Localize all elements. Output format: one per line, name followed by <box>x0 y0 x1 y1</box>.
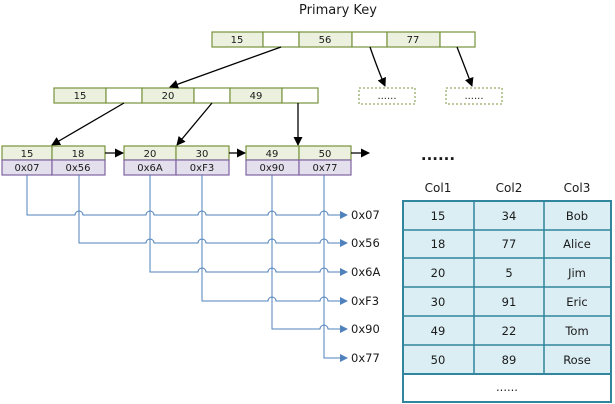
leaf-node-2: 20 30 0x6A 0xF3 <box>123 145 230 176</box>
arrow-root-to-internal <box>169 46 282 89</box>
table-cell: 50 <box>431 353 446 367</box>
leaf-2-addr-2: 0xF3 <box>190 163 214 174</box>
leaf-node-1: 15 18 0x07 0x56 <box>1 145 106 176</box>
table-cell: 5 <box>505 266 512 280</box>
leaf-3-key-1: 49 <box>266 149 279 160</box>
table-cell: 15 <box>431 209 446 223</box>
root-pointer-cell-2 <box>351 31 388 48</box>
table-footer-ellipsis: ...... <box>496 380 518 394</box>
data-table: Col1 Col2 Col3 15 34 Bob 18 77 Alice 20 … <box>402 181 612 403</box>
internal-pointer-cell-2 <box>193 87 231 104</box>
table-header-col2: Col2 <box>496 181 523 195</box>
pointer-addr-2: 0x56 <box>351 236 380 250</box>
internal-pointer-cell-3 <box>281 87 319 104</box>
arrow-root-to-placeholder-2 <box>456 46 474 87</box>
table-cell: 22 <box>502 324 517 338</box>
pointer-lines <box>26 175 348 362</box>
root-key-2: 56 <box>319 35 332 46</box>
pointer-addr-1: 0x07 <box>351 208 380 222</box>
pointer-addr-5: 0x90 <box>351 322 380 336</box>
leaf-3-addr-2: 0x77 <box>312 163 337 174</box>
pointer-addr-3: 0x6A <box>351 265 380 279</box>
table-cell: 20 <box>431 266 446 280</box>
internal-key-2: 20 <box>162 91 175 102</box>
leaf-3-addr-1: 0x90 <box>259 163 284 174</box>
table-cell: Eric <box>566 295 588 309</box>
table-footer <box>402 373 612 403</box>
table-row: 20 5 Jim <box>431 266 586 280</box>
diagram-title: Primary Key <box>299 3 377 18</box>
table-grid <box>403 201 611 374</box>
leaf-1-key-2: 18 <box>72 149 85 160</box>
table-row: 18 77 Alice <box>431 237 591 251</box>
leaf-1-addr-2: 0x56 <box>65 163 90 174</box>
table-cell: Alice <box>563 237 591 251</box>
pointer-addr-6: 0x77 <box>351 351 380 365</box>
leaf-node-3: 49 50 0x90 0x77 <box>245 145 352 176</box>
table-row: 15 34 Bob <box>431 209 588 223</box>
placeholder-ellipsis-2: ...... <box>464 91 483 102</box>
root-node: 15 56 77 <box>211 31 476 48</box>
pointer-line-1 <box>26 175 348 219</box>
root-pointer-cell-3 <box>439 31 476 48</box>
pointer-line-2 <box>78 175 348 247</box>
pointer-line-4 <box>201 175 348 305</box>
table-cell: Jim <box>567 266 586 280</box>
pointer-line-3 <box>149 175 348 276</box>
table-cell: Tom <box>564 324 588 338</box>
leaf-2-key-1: 20 <box>144 149 157 160</box>
pointer-addr-4: 0xF3 <box>351 294 379 308</box>
placeholder-node-2: ...... <box>445 87 503 105</box>
arrow-internal-to-leaf-1 <box>51 102 125 146</box>
leaf-3-key-2: 50 <box>319 149 332 160</box>
pointer-line-6 <box>323 175 348 362</box>
placeholder-ellipsis-1: ...... <box>377 91 396 102</box>
table-cell: 89 <box>502 353 517 367</box>
table-cell: Rose <box>563 353 591 367</box>
root-pointer-cell-1 <box>262 31 300 48</box>
root-key-1: 15 <box>231 35 244 46</box>
arrow-root-to-placeholder-1 <box>369 46 386 87</box>
root-key-3: 77 <box>407 35 420 46</box>
pointer-line-5 <box>271 175 348 333</box>
table-row: 49 22 Tom <box>431 324 589 338</box>
leaf-2-addr-1: 0x6A <box>137 163 163 174</box>
table-cell: Bob <box>566 209 588 223</box>
table-header-col1: Col1 <box>425 181 452 195</box>
internal-pointer-cell-1 <box>105 87 143 104</box>
table-header-col3: Col3 <box>564 181 591 195</box>
table-row: 50 89 Rose <box>431 353 591 367</box>
more-leaves-ellipsis: ...... <box>421 146 455 164</box>
internal-node: 15 20 49 <box>53 87 319 104</box>
internal-key-3: 49 <box>250 91 263 102</box>
internal-key-1: 15 <box>74 91 87 102</box>
table-cell: 49 <box>431 324 446 338</box>
leaf-2-key-2: 30 <box>196 149 209 160</box>
table-cell: 30 <box>431 295 446 309</box>
leaf-1-addr-1: 0x07 <box>14 163 39 174</box>
table-cell: 18 <box>431 237 446 251</box>
table-row: 30 91 Eric <box>431 295 588 309</box>
leaf-1-key-1: 15 <box>21 149 34 160</box>
placeholder-node-1: ...... <box>358 87 416 105</box>
table-cell: 34 <box>502 209 517 223</box>
table-cell: 77 <box>502 237 517 251</box>
table-cell: 91 <box>502 295 517 309</box>
arrow-internal-to-leaf-2 <box>176 102 213 146</box>
